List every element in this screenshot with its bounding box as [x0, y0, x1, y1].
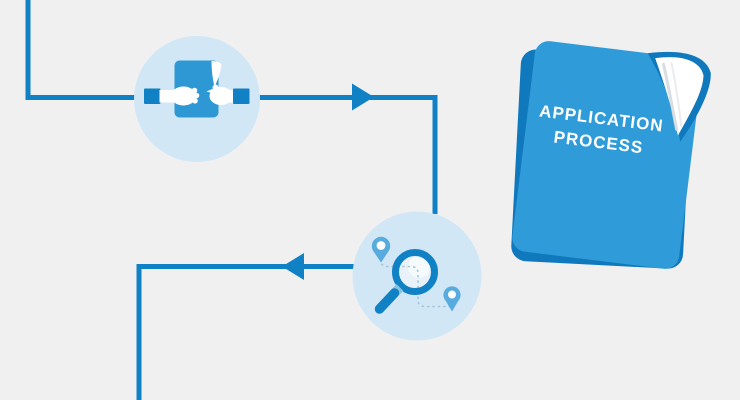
folder-front-cover	[512, 41, 702, 269]
map-search-icon	[371, 236, 461, 314]
lens-highlight	[408, 256, 430, 278]
step-circle-handover	[134, 36, 260, 162]
folder-page-edge	[661, 62, 679, 131]
left-arm	[159, 90, 175, 103]
arrow-left-icon	[282, 253, 304, 280]
folder-page-edge	[670, 62, 683, 127]
application-folder: APPLICATION PROCESS	[511, 41, 711, 269]
location-pin-icon	[371, 236, 391, 263]
left-cuff	[144, 88, 161, 104]
flow-line-bottom	[136, 264, 420, 400]
location-pin-icon	[443, 286, 461, 312]
page-curl-icon	[211, 61, 222, 87]
magnifier-ring	[392, 249, 438, 295]
right-hand-icon	[206, 84, 233, 105]
magnifier-handle	[374, 288, 400, 314]
arrow-right-icon	[352, 83, 374, 111]
left-hand-icon	[171, 86, 200, 106]
right-cuff	[233, 88, 250, 104]
document-handover-icon	[144, 60, 250, 118]
dashed-route	[380, 253, 453, 308]
step-circle-search	[352, 211, 482, 341]
